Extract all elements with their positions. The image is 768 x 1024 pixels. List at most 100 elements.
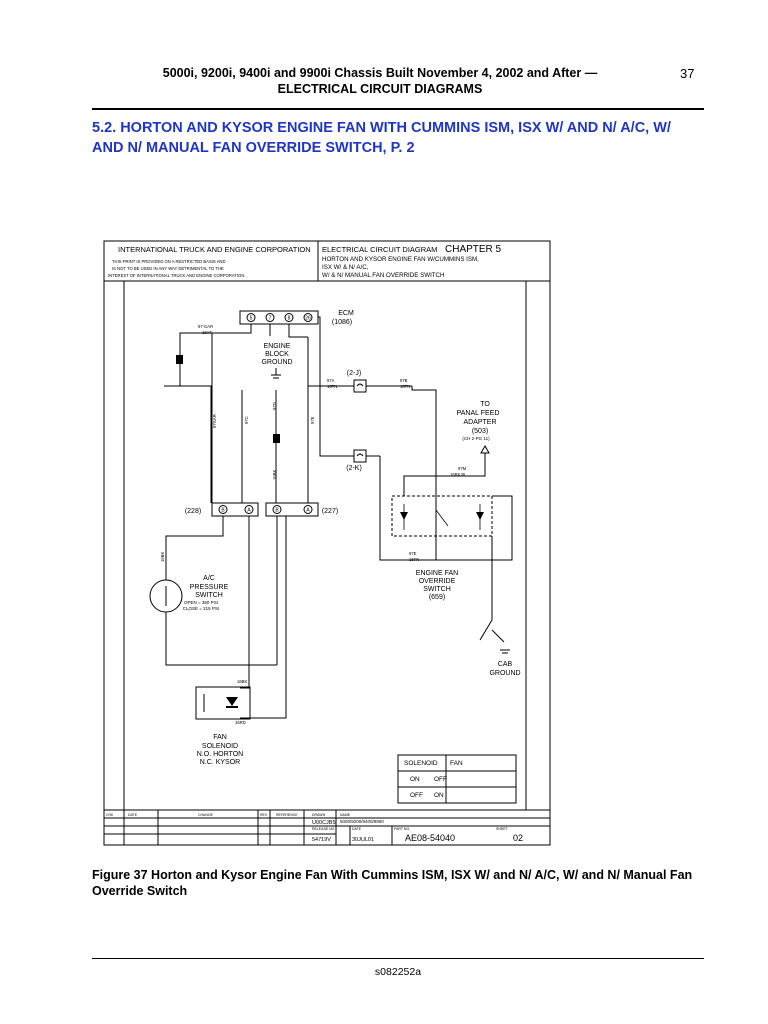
revision-col-label: CHK <box>106 813 114 817</box>
wire-label: 97E <box>310 416 315 424</box>
splice-2j-label: (2-J) <box>347 370 361 377</box>
conn-pin-label: B <box>221 508 225 514</box>
wire-label: 16BK <box>160 552 165 562</box>
splice-2k-label: (2-K) <box>346 465 362 472</box>
titleblock-notice: THIS PRINT IS PROVIDED ON A RESTRICTED B… <box>112 259 225 264</box>
ac-pressure-switch <box>149 579 183 613</box>
wire-label: 16BK BL <box>450 472 467 477</box>
date-value: 30JUL01 <box>352 837 374 843</box>
panel-feed-label: ADAPTER <box>463 419 496 426</box>
wire-label: 97B <box>400 378 408 383</box>
conn-pin-label: A <box>306 508 310 514</box>
titleblock-company: INTERNATIONAL TRUCK AND ENGINE CORPORATI… <box>118 245 311 254</box>
panel-feed-ref: (CH 2-PG 11) <box>462 436 490 441</box>
page-number: 37 <box>680 66 695 81</box>
splice-2j <box>353 379 367 393</box>
fan-solenoid-label: FAN <box>213 734 227 741</box>
override-switch-label: OVERRIDE <box>419 578 456 585</box>
override-switch-label: (659) <box>429 594 445 601</box>
ac-switch-label: A/C <box>203 575 215 582</box>
titleblock-doc-type: ELECTRICAL CIRCUIT DIAGRAM <box>322 245 437 254</box>
titleblock-chapter: CHAPTER 5 <box>445 244 502 255</box>
ecm-pin <box>265 313 275 322</box>
override-switch-label: ENGINE FAN <box>416 570 458 577</box>
engine-fan-override-switch <box>391 495 493 537</box>
part-number: AE08-54040 <box>405 833 455 843</box>
conn-pin-label: B <box>275 508 279 514</box>
release-value: 54719V <box>312 837 331 843</box>
panel-feed-label: TO <box>480 401 490 408</box>
ecm-pin <box>246 313 256 322</box>
wire-label: 16TN <box>409 557 419 562</box>
wire-label: 16BK <box>272 470 277 480</box>
wire-label: 97E <box>409 551 417 556</box>
cab-ground-label: CAB <box>498 661 513 668</box>
override-switch-label: SWITCH <box>423 586 451 593</box>
revision-col-label: DATE <box>128 813 138 817</box>
fan-solenoid-label: SOLENOID <box>202 743 238 750</box>
splice-mark <box>273 434 280 443</box>
ecm-pin-label: 5 <box>250 316 253 322</box>
panel-feed-label: (503) <box>472 428 488 435</box>
connector-227 <box>265 502 319 517</box>
fan-solenoid-label: N.C. KYSOR <box>200 759 240 766</box>
ac-switch-open: OPEN = 350 PSI <box>184 600 218 605</box>
wire-label: 97C <box>244 416 249 424</box>
truth-table-cell: ON <box>434 792 444 799</box>
engine-block-ground-label: BLOCK <box>265 351 289 358</box>
wire-label: 16BK <box>237 679 247 684</box>
wire-label: 97D <box>272 402 277 410</box>
footer-code: s082252a <box>374 966 422 978</box>
titleblock-notice: INTEREST OF INTERNATIONAL TRUCK AND ENGI… <box>108 273 246 278</box>
wire-label: 97A <box>327 378 335 383</box>
fan-solenoid <box>195 686 251 720</box>
engine-block-ground-label: GROUND <box>261 359 292 366</box>
header-rule <box>92 108 704 110</box>
name-value: 5000/9200/9400/9900 <box>340 819 384 824</box>
revision-col-label: REFERENCE <box>276 813 298 817</box>
release-label: RELEASE NO. <box>312 827 335 831</box>
ecm-pin-label: 8 <box>288 316 291 322</box>
connector-227-label: (227) <box>322 508 338 515</box>
section-title: 5.2. HORTON AND KYSOR ENGINE FAN WITH CU… <box>92 120 671 156</box>
splice-2k <box>353 449 367 463</box>
connector-228 <box>211 502 259 517</box>
revision-col-label: REV <box>260 813 268 817</box>
truth-table-header: SOLENOID <box>404 760 438 767</box>
truth-table-header: FAN <box>450 760 463 767</box>
splice-mark <box>176 355 183 364</box>
cab-ground-label: GROUND <box>489 670 520 677</box>
part-label: PART NO. <box>394 827 410 831</box>
ecm-label: ECM <box>338 310 354 317</box>
connector-228-label: (228) <box>185 508 201 515</box>
sheet-label: SHEET <box>496 827 509 831</box>
truth-table <box>397 754 517 804</box>
fan-solenoid-label: N.O. HORTON <box>197 751 243 758</box>
ac-switch-label: SWITCH <box>195 592 223 599</box>
wire-label: 16TN <box>400 384 410 389</box>
titleblock-desc: W/ & N/ MANUAL FAN OVERRIDE SWITCH <box>322 272 445 279</box>
name-label: NAME <box>340 813 351 817</box>
wire-label: 16VT <box>202 330 212 335</box>
truth-table-cell: OFF <box>410 792 423 799</box>
panel-feed-label: PANAL FEED <box>457 410 500 417</box>
drawn-value: U00CJB5 <box>312 820 336 826</box>
titleblock-desc: ISX W/ & N/ A/C, <box>322 264 369 271</box>
ecm-pin <box>303 313 313 322</box>
wire-label: 16TN <box>327 384 337 389</box>
engine-block-ground-label: ENGINE <box>264 343 291 350</box>
wire-label: 97GAR <box>212 414 217 428</box>
figure-caption: Figure 37 Horton and Kysor Engine Fan Wi… <box>92 868 693 898</box>
wire-label: 16RD <box>235 720 246 725</box>
date-label: DATE <box>352 827 362 831</box>
sheet-number: 02 <box>513 833 523 843</box>
wire-label: 97-GAR <box>198 324 213 329</box>
drawn-label: DRAWN <box>312 813 326 817</box>
diagram-frame <box>103 240 551 846</box>
running-header-subtitle: ELECTRICAL CIRCUIT DIAGRAMS <box>277 82 483 96</box>
wire-label: 97M <box>458 466 467 471</box>
titleblock-desc: HORTON AND KYSOR ENGINE FAN W/CUMMINS IS… <box>322 256 479 263</box>
truth-table-cell: OFF <box>434 776 447 783</box>
titleblock-notice: IS NOT TO BE USED IN ANY WAY DETRIMENTAL… <box>112 266 224 271</box>
